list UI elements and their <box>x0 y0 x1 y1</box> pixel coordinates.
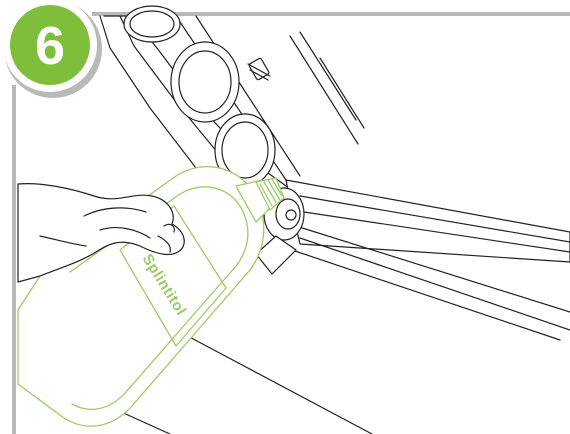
step-badge: 6 <box>3 0 102 98</box>
bottle-cap <box>255 177 285 211</box>
hand <box>17 183 185 283</box>
step-number: 6 <box>35 16 65 76</box>
machine-ports <box>123 5 276 187</box>
window-reflections <box>289 31 365 145</box>
bolt-icon <box>247 57 271 81</box>
machine-panel <box>99 5 301 213</box>
machine-arm <box>255 179 570 341</box>
